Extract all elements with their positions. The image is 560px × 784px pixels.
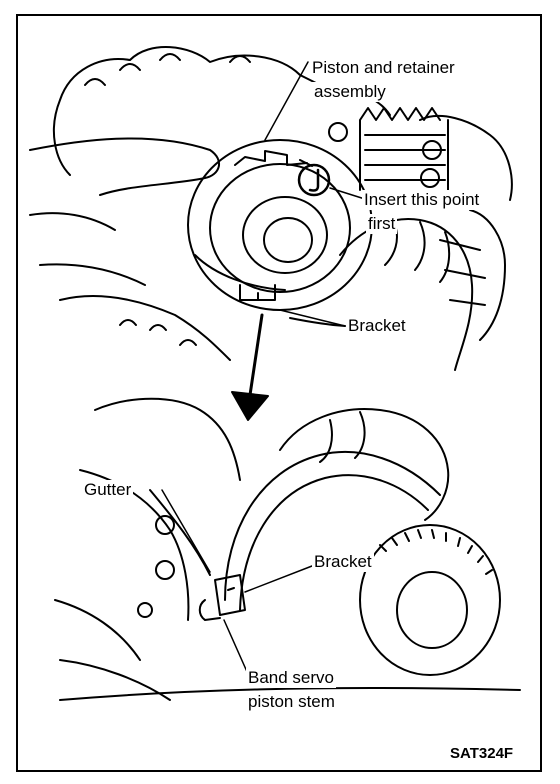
arrow-shaft [248,313,264,397]
figure-frame [16,14,542,772]
label-piston-retainer-line2: assembly [312,82,388,102]
gear-teeth [359,107,449,191]
retainer-ring [209,163,351,293]
retainer-inner [242,196,328,274]
bolt-1 [328,122,348,142]
case-base-bottom [59,687,521,701]
bracket-bottom-shape [214,574,246,616]
boss-bottom-2 [155,560,175,580]
label-band-servo-line2: piston stem [246,692,337,712]
drum-serration [379,529,493,575]
bolt-2 [422,140,442,160]
circled-point-glyph [308,168,320,192]
leader-band-servo [223,619,249,675]
case-lower-left-top [59,294,231,361]
band-inner [239,474,429,611]
boss-bottom-1 [155,515,175,535]
label-band-servo-line1: Band servo [246,668,336,688]
label-piston-retainer-line1: Piston and retainer [310,58,457,78]
figure-code: SAT324F [450,745,514,762]
label-bracket-top: Bracket [346,316,408,336]
circled-point-marker [297,163,331,197]
case-outline-bottom [54,397,241,701]
label-bracket-bottom: Bracket [312,552,374,572]
retainer-outer [187,139,373,311]
case-bosses-top [84,53,251,86]
arrow-down-icon [231,391,269,421]
drum-face [359,524,501,676]
leader-bracket-bottom [244,565,313,593]
gutter-line [149,489,211,576]
right-hand-top [339,218,474,371]
leader-bracket-top [279,309,346,327]
left-hand-top [29,137,220,286]
label-insert-point-line1: Insert this point [362,190,482,210]
hand-bottom [279,408,450,521]
leader-insert [329,187,369,201]
bracket-top-shape [194,254,286,301]
band-outer [224,451,441,601]
boss-bottom-3 [137,602,153,618]
piston-bore [263,217,313,263]
drum-hub [396,571,468,649]
leader-gutter [161,489,211,573]
leader-piston [264,61,309,141]
label-insert-point-line2: first [366,214,398,234]
case-right-top [439,209,506,341]
label-gutter: Gutter [82,480,134,500]
bolt-3 [420,168,440,188]
piston-stem [198,599,221,621]
